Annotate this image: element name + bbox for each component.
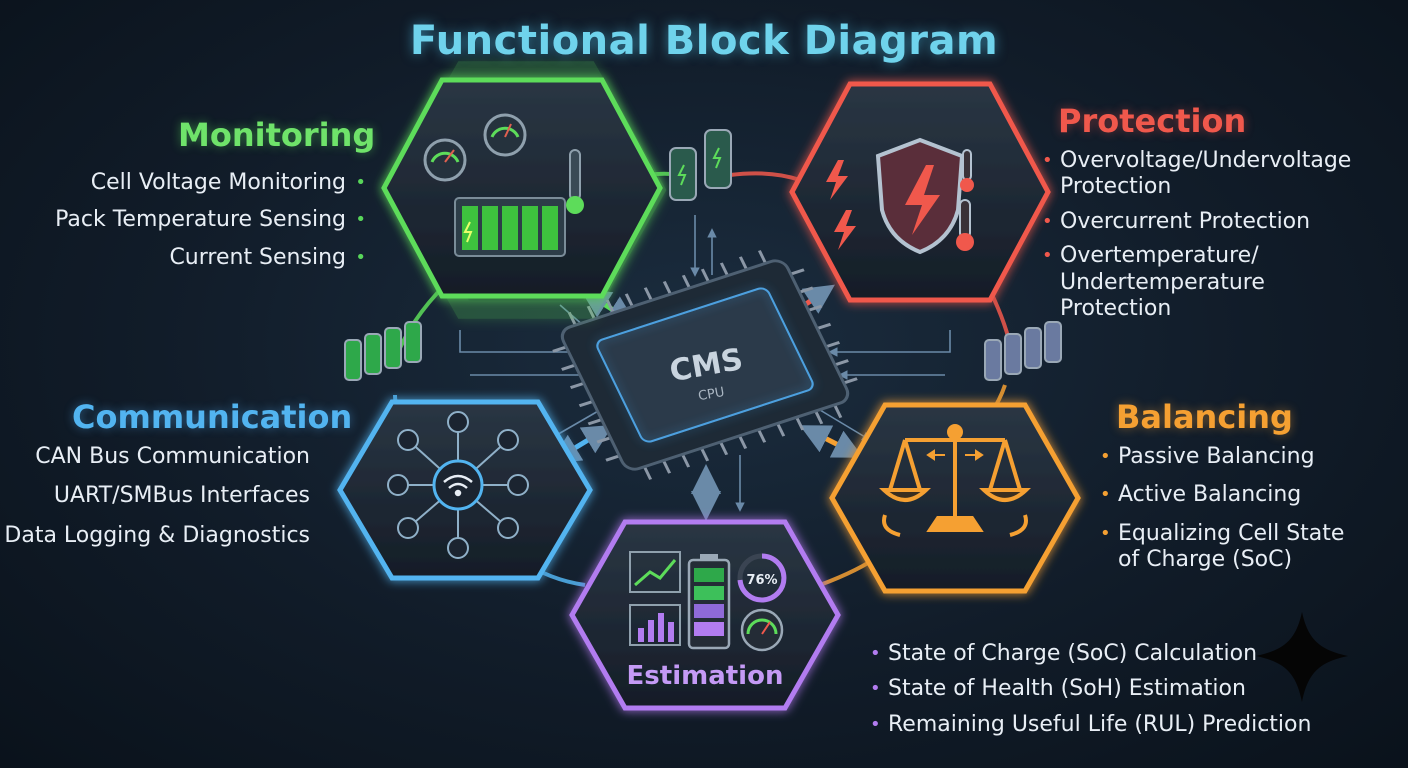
monitoring-block bbox=[381, 61, 667, 319]
shield-icon bbox=[875, 137, 965, 255]
battery-row-icon bbox=[344, 321, 422, 381]
list-item: Overtemperature/ Undertemperature Protec… bbox=[1042, 243, 1372, 322]
list-item: State of Charge (SoC) Calculation bbox=[870, 641, 1330, 667]
diagram-title: Functional Block Diagram bbox=[409, 18, 999, 64]
speedometer-icon bbox=[740, 608, 784, 652]
balancing-block bbox=[829, 402, 1081, 594]
estimation-heading: Estimation bbox=[627, 661, 784, 691]
communication-heading: Communication bbox=[72, 398, 353, 436]
list-item: Equalizing Cell State of Charge (SoC) bbox=[1100, 521, 1360, 574]
percentage-gauge-icon: 76% bbox=[737, 553, 787, 603]
estimation-list: State of Charge (SoC) Calculation State … bbox=[870, 641, 1330, 747]
protection-block bbox=[789, 81, 1051, 303]
list-item: State of Health (SoH) Estimation bbox=[870, 676, 1330, 702]
voltage-gauge-icon bbox=[423, 113, 527, 182]
battery-cluster-icon bbox=[669, 129, 732, 201]
balancing-heading: Balancing bbox=[1116, 398, 1293, 436]
battery-row-icon bbox=[984, 321, 1062, 381]
protection-heading: Protection bbox=[1058, 102, 1247, 140]
list-item: Current Sensing bbox=[38, 245, 368, 271]
list-item: Remaining Useful Life (RUL) Prediction bbox=[870, 712, 1330, 738]
list-item: Pack Temperature Sensing bbox=[38, 207, 368, 233]
battery-level-icon bbox=[687, 554, 731, 650]
cms-cpu-chip: CMS CPU bbox=[552, 250, 858, 480]
list-item: Overcurrent Protection bbox=[1042, 209, 1372, 235]
monitoring-heading: Monitoring bbox=[178, 116, 376, 154]
thermometer-icon bbox=[566, 149, 584, 214]
list-item: Cell Voltage Monitoring bbox=[38, 170, 368, 196]
monitoring-list: Cell Voltage Monitoring Pack Temperature… bbox=[38, 170, 368, 282]
list-item: Active Balancing bbox=[1100, 482, 1360, 508]
trend-chart-icon bbox=[629, 551, 681, 646]
protection-list: Overvoltage/Undervoltage Protection Over… bbox=[1042, 148, 1372, 330]
balance-scale-icon bbox=[878, 424, 1032, 537]
gauge-value: 76% bbox=[746, 573, 777, 588]
list-item: CAN Bus Communication bbox=[35, 444, 310, 469]
communication-list: CAN Bus Communication UART/SMBus Interfa… bbox=[0, 444, 310, 562]
balancing-list: Passive Balancing Active Balancing Equal… bbox=[1100, 444, 1360, 586]
list-item: Overvoltage/Undervoltage Protection bbox=[1042, 148, 1372, 201]
lightning-icon bbox=[826, 160, 856, 250]
list-item: Data Logging & Diagnostics bbox=[4, 522, 310, 548]
communication-block bbox=[337, 399, 593, 581]
estimation-block: 76% Estimation bbox=[569, 519, 841, 711]
wifi-icon bbox=[443, 474, 473, 497]
battery-pack-icon bbox=[454, 197, 566, 257]
left-right-arrow-icon bbox=[926, 449, 984, 461]
thermometer-icon bbox=[956, 149, 974, 251]
cpu-sublabel: CPU bbox=[697, 385, 726, 404]
list-item: Passive Balancing bbox=[1100, 444, 1360, 470]
list-item: UART/SMBus Interfaces bbox=[53, 483, 310, 509]
